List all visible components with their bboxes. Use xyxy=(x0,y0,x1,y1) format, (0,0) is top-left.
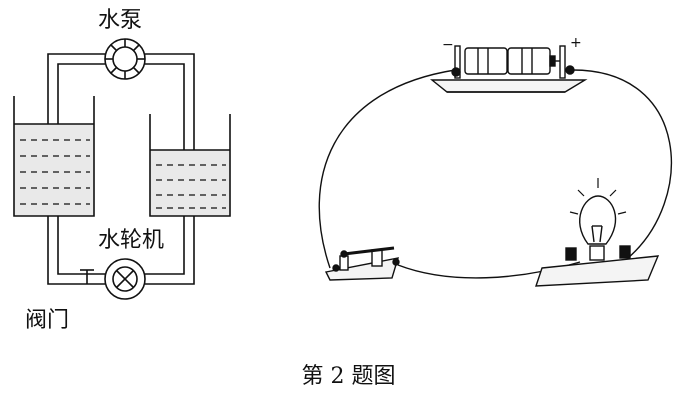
water-turbine-symbol xyxy=(104,258,146,300)
figure-caption: 第 2 题图 xyxy=(301,364,396,389)
left-water-tank xyxy=(13,96,95,217)
wire xyxy=(318,69,456,269)
water-turbine-label: 水轮机 xyxy=(98,228,165,253)
knife-switch xyxy=(324,246,400,281)
electric-circuit xyxy=(318,45,673,287)
upper-pipe xyxy=(47,53,195,150)
battery-holder xyxy=(430,45,588,93)
wire xyxy=(572,69,673,259)
water-circuit xyxy=(13,38,231,300)
right-water-tank xyxy=(149,114,231,217)
battery-positive-sign: + xyxy=(570,35,582,51)
light-bulb xyxy=(535,178,660,287)
valve-symbol xyxy=(80,269,94,284)
valve-label: 阀门 xyxy=(25,308,70,333)
battery-negative-sign: − xyxy=(442,37,454,53)
lower-pipe xyxy=(47,216,195,285)
water-pump-label: 水泵 xyxy=(98,8,143,33)
water-pump-symbol xyxy=(104,38,146,80)
